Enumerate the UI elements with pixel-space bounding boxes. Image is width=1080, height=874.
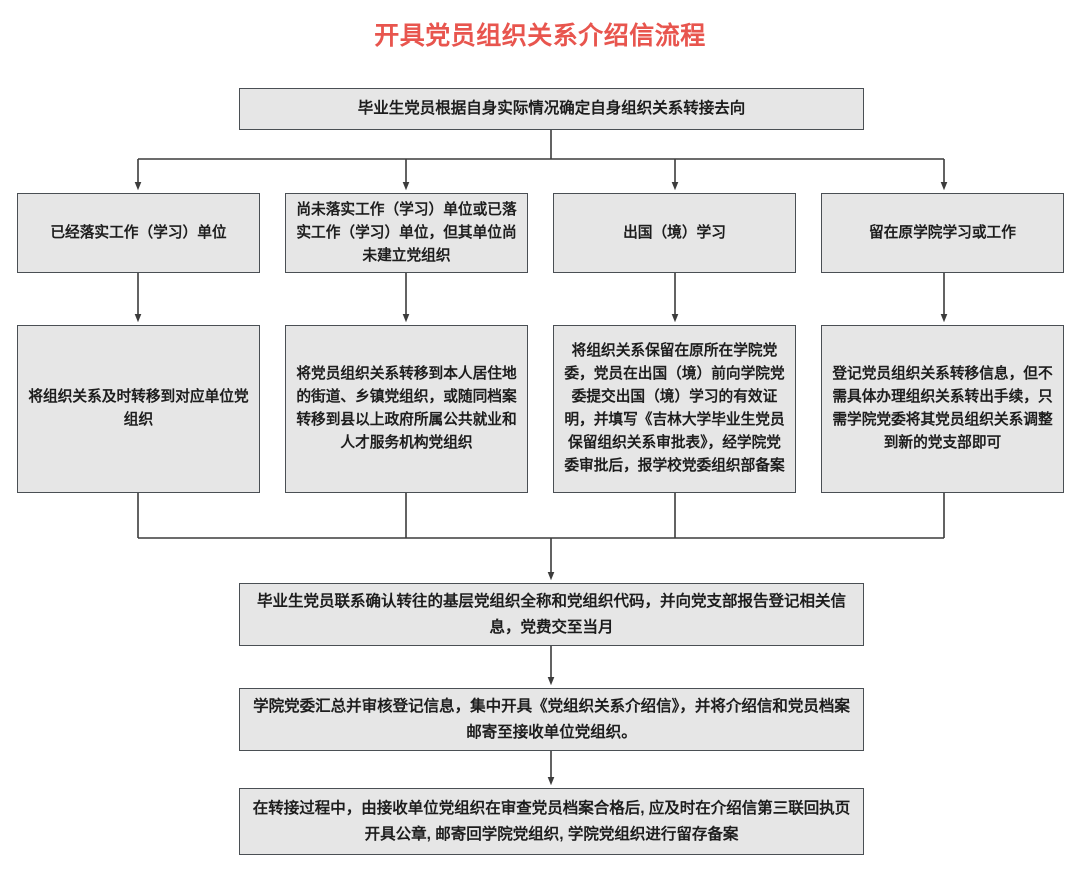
node-action-2[interactable]: 将党员组织关系转移到本人居住地的街道、乡镇党组织，或随同档案转移到县以上政府所属… — [285, 325, 528, 493]
node-action-4[interactable]: 登记党员组织关系转移信息，但不需具体办理组织关系转出手续，只需学院党委将其党员组… — [821, 325, 1064, 493]
node-step-2[interactable]: 学院党委汇总并审核登记信息，集中开具《党组织关系介绍信》，并将介绍信和党员档案邮… — [239, 688, 864, 751]
node-action-1-label: 将组织关系及时转移到对应单位党组织 — [28, 389, 249, 428]
node-action-2-label: 将党员组织关系转移到本人居住地的街道、乡镇党组织，或随同档案转移到县以上政府所属… — [296, 366, 517, 451]
node-step-3-label: 在转接过程中，由接收单位党组织在审查党员档案合格后, 应及时在介绍信第三联回执页… — [252, 799, 851, 843]
node-branch-2[interactable]: 尚未落实工作（学习）单位或已落实工作（学习）单位，但其单位尚未建立党组织 — [285, 193, 528, 273]
node-branch-2-label: 尚未落实工作（学习）单位或已落实工作（学习）单位，但其单位尚未建立党组织 — [296, 201, 517, 264]
node-branch-4-label: 留在原学院学习或工作 — [869, 224, 1016, 241]
node-branch-1[interactable]: 已经落实工作（学习）单位 — [17, 193, 260, 273]
node-start[interactable]: 毕业生党员根据自身实际情况确定自身组织关系转接去向 — [239, 88, 864, 130]
node-action-1[interactable]: 将组织关系及时转移到对应单位党组织 — [17, 325, 260, 493]
node-step-1[interactable]: 毕业生党员联系确认转往的基层党组织全称和党组织代码，并向党支部报告登记相关信息，… — [239, 583, 864, 646]
node-step-3[interactable]: 在转接过程中，由接收单位党组织在审查党员档案合格后, 应及时在介绍信第三联回执页… — [239, 788, 864, 855]
node-action-3-label: 将组织关系保留在原所在学院党委，党员在出国（境）前向学院党委提交出国（境）学习的… — [564, 343, 785, 474]
node-step-2-label: 学院党委汇总并审核登记信息，集中开具《党组织关系介绍信》，并将介绍信和党员档案邮… — [253, 697, 850, 741]
node-branch-3-label: 出国（境）学习 — [623, 224, 726, 241]
node-branch-3[interactable]: 出国（境）学习 — [553, 193, 796, 273]
node-branch-1-label: 已经落实工作（学习）单位 — [50, 224, 227, 241]
node-start-label: 毕业生党员根据自身实际情况确定自身组织关系转接去向 — [357, 100, 746, 117]
node-step-1-label: 毕业生党员联系确认转往的基层党组织全称和党组织代码，并向党支部报告登记相关信息，… — [256, 592, 846, 636]
node-branch-4[interactable]: 留在原学院学习或工作 — [821, 193, 1064, 273]
page-title: 开具党员组织关系介绍信流程 — [374, 22, 706, 50]
node-action-3[interactable]: 将组织关系保留在原所在学院党委，党员在出国（境）前向学院党委提交出国（境）学习的… — [553, 325, 796, 493]
node-action-4-label: 登记党员组织关系转移信息，但不需具体办理组织关系转出手续，只需学院党委将其党员组… — [832, 366, 1053, 451]
